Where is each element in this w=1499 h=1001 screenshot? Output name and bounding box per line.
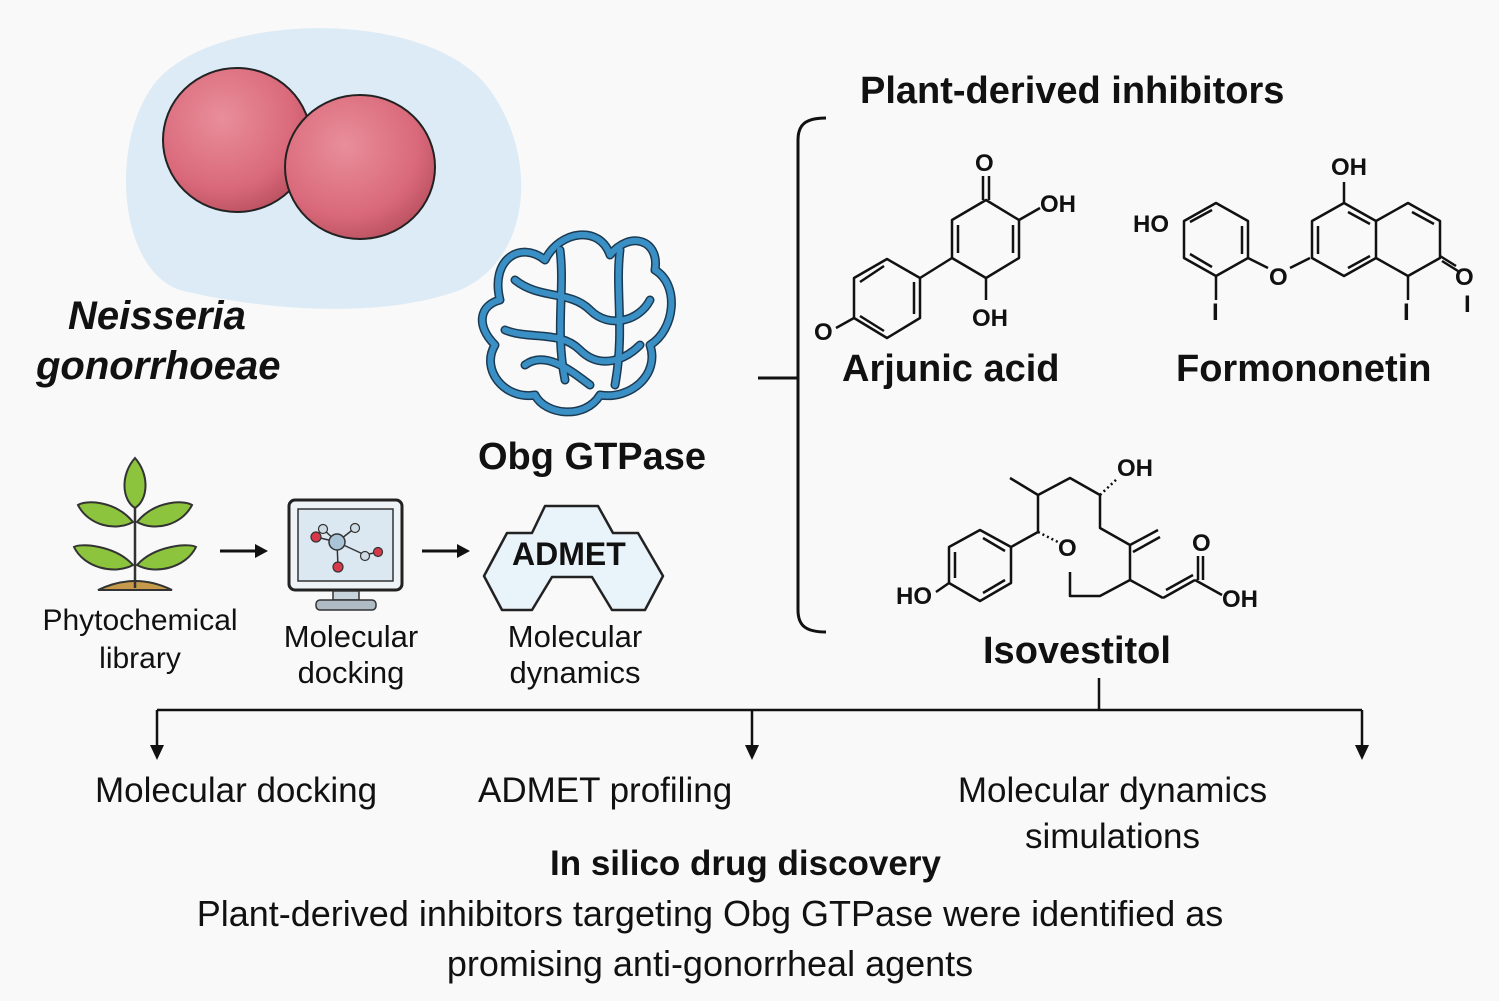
computer-molecule-icon (287, 498, 404, 611)
arrow-icon (220, 544, 268, 558)
atom-label: O (1058, 535, 1077, 562)
atom-label: I (1464, 291, 1471, 318)
arrow-down-icon (745, 745, 759, 760)
atom-label: OH (1040, 191, 1076, 218)
organism-name-line1: Neisseria (68, 294, 246, 338)
atom-label: OH (1222, 586, 1258, 613)
outcome-label-line2: simulations (1024, 817, 1201, 856)
admet-hexagon-icon (482, 504, 665, 612)
atom-label: O (975, 150, 994, 177)
step-label-line2: library (99, 642, 181, 675)
atom-label: OH (972, 305, 1008, 332)
outcome-label: ADMET profiling (478, 771, 733, 810)
conclusion-title: In silico drug discovery (550, 844, 941, 883)
step-label-line1: Phytochemical (42, 604, 238, 637)
atom-label: I (1403, 299, 1410, 326)
step-label-line1: Molecular (507, 619, 643, 654)
conclusion-text-line2: promising anti-gonorrheal agents (446, 943, 974, 984)
arrow-down-icon (1355, 745, 1369, 760)
atom-label: O (814, 319, 833, 346)
step-label-line1: Molecular (283, 619, 419, 654)
diplococcus-cell-right (284, 94, 436, 240)
atom-label: HO (1133, 211, 1169, 238)
outcome-label-line1: Molecular dynamics (957, 771, 1268, 810)
compound-name: Isovestitol (983, 630, 1171, 672)
inhibitors-title: Plant-derived inhibitors (860, 70, 1285, 112)
atom-label: OH (1331, 154, 1367, 181)
compound-name: Formononetin (1176, 348, 1432, 390)
outcome-label: Molecular docking (95, 771, 378, 810)
arrow-icon (422, 544, 470, 558)
atom-label: HO (896, 583, 932, 610)
organism-name-line2: gonorrhoeae (36, 344, 281, 388)
conclusion-text-line1: Plant-derived inhibitors targeting Obg G… (196, 893, 1224, 934)
atom-label: I (1212, 299, 1219, 326)
atom-label: O (1455, 264, 1474, 291)
admet-badge-label: ADMET (512, 536, 626, 572)
plant-icon (72, 456, 198, 591)
compound-name: Arjunic acid (842, 348, 1060, 390)
atom-label: OH (1117, 455, 1153, 482)
step-label-line2: docking (297, 655, 405, 690)
step-label-line2: dynamics (509, 655, 641, 690)
target-label: Obg GTPase (478, 436, 707, 478)
atom-label: O (1192, 530, 1211, 557)
arrow-down-icon (150, 745, 164, 760)
atom-label: O (1269, 264, 1288, 291)
